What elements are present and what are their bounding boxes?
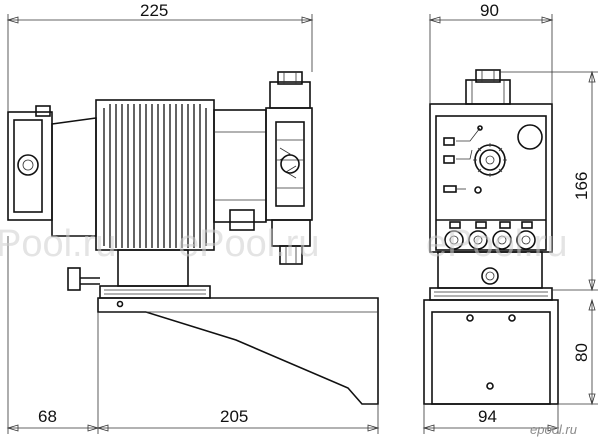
front-dimensions [422, 14, 598, 434]
dim-body-height: 166 [572, 172, 591, 200]
control-panel [435, 115, 547, 251]
watermark-left: Pool.ru [0, 223, 116, 265]
dim-base-length: 205 [220, 407, 248, 426]
side-dimensions [6, 14, 380, 434]
side-view [7, 71, 379, 405]
watermark-right: ePool.ru [426, 223, 568, 265]
dim-base-height: 80 [572, 343, 591, 362]
stroke-dial [473, 143, 507, 177]
drive-neck [213, 109, 267, 223]
motor-box [7, 105, 97, 237]
dim-front-width: 90 [480, 1, 499, 20]
mount-plate-front [429, 287, 553, 301]
dim-base-offset: 68 [38, 407, 57, 426]
base-bracket-side [97, 297, 379, 405]
dim-side-width: 225 [140, 1, 168, 20]
top-valve-side [269, 71, 311, 109]
top-valve-front [465, 69, 511, 105]
bottom-valve-side [271, 219, 311, 265]
panel-controls [443, 124, 543, 194]
mount-plate-side [99, 285, 211, 299]
front-view [423, 69, 559, 405]
cooling-fins [103, 104, 207, 248]
site-logo: epool.ru [530, 422, 577, 437]
dim-base-width: 94 [478, 407, 497, 426]
pump-head-side [265, 107, 313, 221]
connector-strip [436, 219, 546, 250]
base-bracket-front [423, 299, 559, 405]
side-fitting [67, 267, 100, 291]
watermark-center: ePool.ru [178, 223, 320, 265]
bracket-bolt [116, 300, 124, 308]
